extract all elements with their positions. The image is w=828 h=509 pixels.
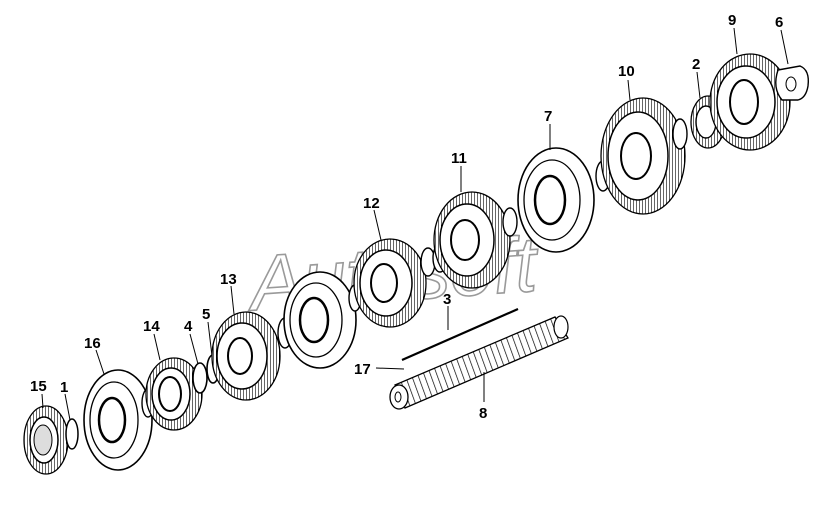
label-10: 10 <box>618 63 635 80</box>
gear-10 <box>600 97 686 215</box>
label-17: 17 <box>354 361 371 378</box>
ring-4 <box>192 362 208 394</box>
label-9: 9 <box>728 12 736 29</box>
gear-14 <box>145 357 203 431</box>
ring-small-e <box>502 207 518 237</box>
label-12: 12 <box>363 195 380 212</box>
gear-9 <box>709 53 791 151</box>
label-16: 16 <box>84 335 101 352</box>
gear-12 <box>353 238 427 328</box>
hub-7 <box>517 147 595 253</box>
label-5: 5 <box>202 306 210 323</box>
label-13: 13 <box>220 271 237 288</box>
ring-small-g <box>672 118 688 150</box>
hub-16 <box>83 369 153 471</box>
label-1: 1 <box>60 379 68 396</box>
washer-6 <box>775 65 810 101</box>
shaft-8 <box>389 315 569 410</box>
label-6: 6 <box>775 14 783 31</box>
label-7: 7 <box>544 108 552 125</box>
ring-1 <box>65 418 79 450</box>
label-3: 3 <box>443 291 451 308</box>
label-15: 15 <box>30 378 47 395</box>
bearing-15 <box>23 405 69 475</box>
label-14: 14 <box>143 318 160 335</box>
label-11: 11 <box>451 150 467 167</box>
gear-13 <box>211 311 281 401</box>
label-8: 8 <box>479 405 487 422</box>
label-2: 2 <box>692 56 700 73</box>
label-4: 4 <box>184 318 193 335</box>
gear-11 <box>433 191 511 289</box>
hub-unlabeled <box>283 271 357 369</box>
pin-3 <box>401 307 519 362</box>
leader-lines <box>41 27 789 421</box>
